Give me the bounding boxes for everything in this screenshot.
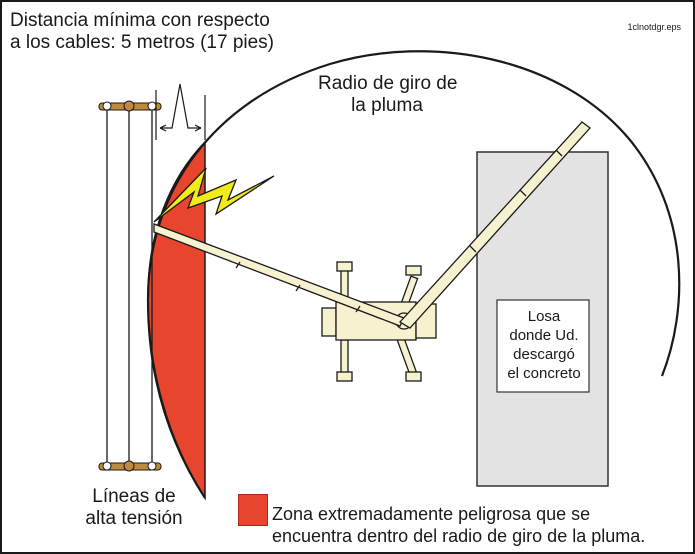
power-pole-bottom-icon (98, 460, 162, 472)
slab-label-line-1: Losa (527, 308, 561, 325)
swing-radius-arc (146, 50, 681, 499)
slab-label-line-4: el concreto (507, 365, 581, 382)
legend-danger-swatch (238, 494, 268, 526)
power-lines-label-line-1: Líneas de (92, 486, 176, 507)
slab-label: Losa donde Ud. descargó el concreto (498, 307, 590, 383)
power-lines-label-line-2: alta tensión (85, 508, 183, 529)
power-lines (106, 108, 153, 466)
legend-text: Zona extremadamente peligrosa que se enc… (272, 503, 645, 547)
file-id: 1clnotdgr.eps (627, 22, 681, 32)
legend-line-1: Zona extremadamente peligrosa que se (272, 504, 591, 524)
slab-label-line-3: descargó (513, 346, 575, 363)
title-line-1: Distancia mínima con respecto (10, 10, 270, 31)
slab-label-line-2: donde Ud. (509, 327, 579, 344)
legend-line-2: encuentra dentro del radio de giro de la… (272, 526, 646, 546)
title-line-2: a los cables: 5 metros (17 pies) (10, 32, 275, 53)
swing-radius-label: Radio de giro de la pluma (318, 73, 458, 117)
pump-truck-icon (153, 121, 591, 382)
power-lines-label: Líneas de alta tensión (70, 486, 198, 530)
page-title: Distancia mínima con respecto a los cabl… (10, 10, 274, 54)
distance-indicator (155, 83, 206, 140)
slab-label-box (496, 299, 590, 393)
power-pole-icon (98, 100, 162, 112)
lightning-bolt-icon (153, 167, 275, 223)
radius-label-line-2: la pluma (351, 95, 423, 116)
radius-label-line-1: Radio de giro de (318, 73, 458, 94)
